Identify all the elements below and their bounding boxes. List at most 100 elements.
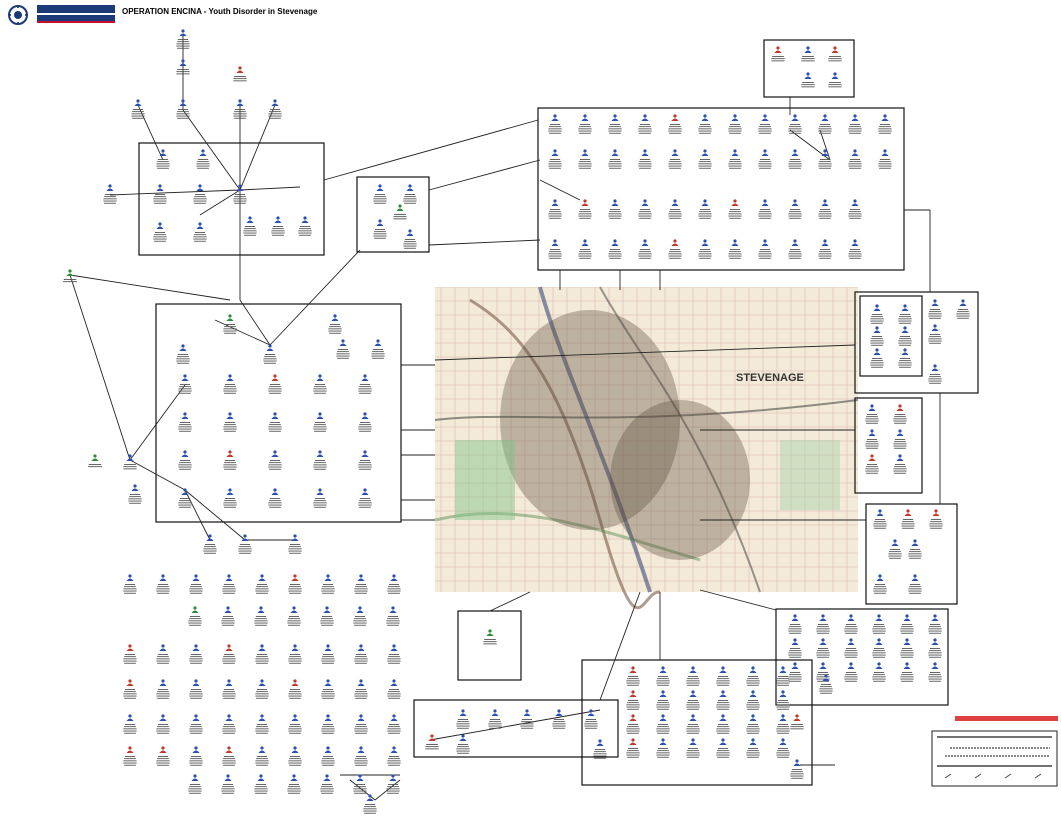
person-node-icon <box>716 714 730 734</box>
legend-key <box>931 716 1058 787</box>
person-node-icon <box>156 644 170 664</box>
person-node-icon <box>656 690 670 710</box>
person-node-icon <box>668 149 682 169</box>
person-node-icon <box>288 574 302 594</box>
person-node-icon <box>818 199 832 219</box>
group-box <box>138 142 325 256</box>
person-node-icon <box>698 239 712 259</box>
person-node-icon <box>222 574 236 594</box>
person-node-icon <box>870 304 884 324</box>
person-node-icon <box>872 662 886 682</box>
person-node-icon <box>848 239 862 259</box>
person-node-icon <box>288 644 302 664</box>
person-node-icon <box>638 199 652 219</box>
person-node-icon <box>893 429 907 449</box>
person-node-icon <box>313 412 327 432</box>
person-node-icon <box>321 714 335 734</box>
person-node-icon <box>221 606 235 626</box>
person-node-icon <box>901 509 915 529</box>
person-node-icon <box>488 709 502 729</box>
group-box <box>537 107 905 271</box>
link-line <box>137 104 164 161</box>
person-node-icon <box>189 679 203 699</box>
person-node-icon <box>223 488 237 508</box>
person-node-icon <box>88 454 102 468</box>
person-node-icon <box>956 299 970 319</box>
person-node-icon <box>728 114 742 134</box>
person-node-icon <box>103 184 117 204</box>
person-node-icon <box>865 404 879 424</box>
person-node-icon <box>865 454 879 474</box>
person-node-icon <box>716 690 730 710</box>
person-node-icon <box>668 199 682 219</box>
person-node-icon <box>776 714 790 734</box>
person-node-icon <box>196 149 210 169</box>
person-node-icon <box>578 114 592 134</box>
person-node-icon <box>865 429 879 449</box>
person-node-icon <box>373 219 387 239</box>
link-line <box>239 104 276 191</box>
person-node-icon <box>156 574 170 594</box>
person-node-icon <box>354 644 368 664</box>
person-node-icon <box>870 348 884 368</box>
person-node-icon <box>178 450 192 470</box>
person-node-icon <box>254 774 268 794</box>
person-node-icon <box>728 239 742 259</box>
person-node-icon <box>668 114 682 134</box>
person-node-icon <box>548 199 562 219</box>
person-node-icon <box>128 484 142 504</box>
person-node-icon <box>758 149 772 169</box>
person-node-icon <box>271 216 285 236</box>
group-box <box>155 303 402 523</box>
person-node-icon <box>354 679 368 699</box>
person-node-icon <box>193 184 207 204</box>
person-node-icon <box>321 644 335 664</box>
person-node-icon <box>483 629 497 645</box>
brand-bar-top <box>37 5 115 13</box>
person-node-icon <box>188 774 202 794</box>
person-node-icon <box>328 314 342 334</box>
person-node-icon <box>788 638 802 658</box>
person-node-icon <box>638 239 652 259</box>
person-node-icon <box>123 454 137 470</box>
person-node-icon <box>263 344 277 364</box>
person-node-icon <box>668 239 682 259</box>
person-node-icon <box>878 149 892 169</box>
person-node-icon <box>716 738 730 758</box>
person-node-icon <box>268 374 282 394</box>
group-boxes <box>138 39 979 786</box>
person-node-icon <box>593 739 607 759</box>
person-node-icon <box>608 114 622 134</box>
link-line <box>819 129 831 161</box>
person-node-icon <box>758 239 772 259</box>
person-node-icon <box>626 738 640 758</box>
person-node-icon <box>321 679 335 699</box>
entity-nodes <box>63 29 970 814</box>
person-node-icon <box>928 614 942 634</box>
link-line <box>429 709 601 741</box>
person-node-icon <box>153 222 167 242</box>
person-node-icon <box>626 690 640 710</box>
person-node-icon <box>268 99 282 119</box>
link-line <box>434 344 856 361</box>
person-node-icon <box>176 29 190 49</box>
person-node-icon <box>908 574 922 594</box>
person-node-icon <box>222 746 236 766</box>
person-node-icon <box>788 199 802 219</box>
person-node-icon <box>929 509 943 529</box>
person-node-icon <box>844 662 858 682</box>
link-line <box>349 779 376 801</box>
person-node-icon <box>387 679 401 699</box>
person-node-icon <box>928 662 942 682</box>
person-node-icon <box>848 199 862 219</box>
link-line <box>489 591 531 612</box>
person-node-icon <box>363 794 377 814</box>
person-node-icon <box>188 606 202 626</box>
person-node-icon <box>686 714 700 734</box>
person-node-icon <box>358 488 372 508</box>
person-node-icon <box>771 46 785 62</box>
person-node-icon <box>456 734 470 754</box>
link-line <box>129 459 186 491</box>
person-node-icon <box>321 746 335 766</box>
person-node-icon <box>788 114 802 134</box>
